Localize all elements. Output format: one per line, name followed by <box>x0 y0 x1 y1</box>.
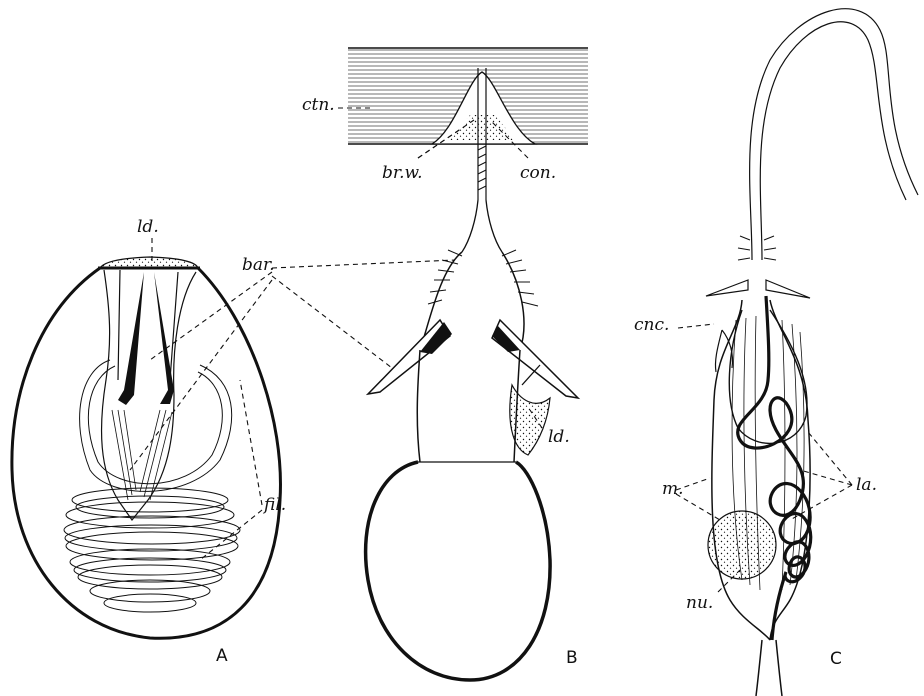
label-brw: br.w. <box>382 163 422 183</box>
panel-label-c: C <box>830 649 842 669</box>
label-fil: fil. <box>262 495 286 515</box>
label-cnc: cnc. <box>634 315 669 335</box>
panel-b-drawing <box>348 48 588 680</box>
label-bar: bar. <box>242 255 275 275</box>
label-ld-b: ld. <box>548 427 570 447</box>
panel-label-a: A <box>216 646 228 666</box>
label-la: la. <box>856 475 877 495</box>
panel-label-b: B <box>566 648 578 668</box>
label-m: m. <box>662 479 684 499</box>
label-con: con. <box>520 163 556 183</box>
panel-c-drawing <box>706 9 918 696</box>
label-ctn: ctn. <box>302 95 335 115</box>
label-ld-a: ld. <box>137 217 159 237</box>
label-nu: nu. <box>686 593 713 613</box>
